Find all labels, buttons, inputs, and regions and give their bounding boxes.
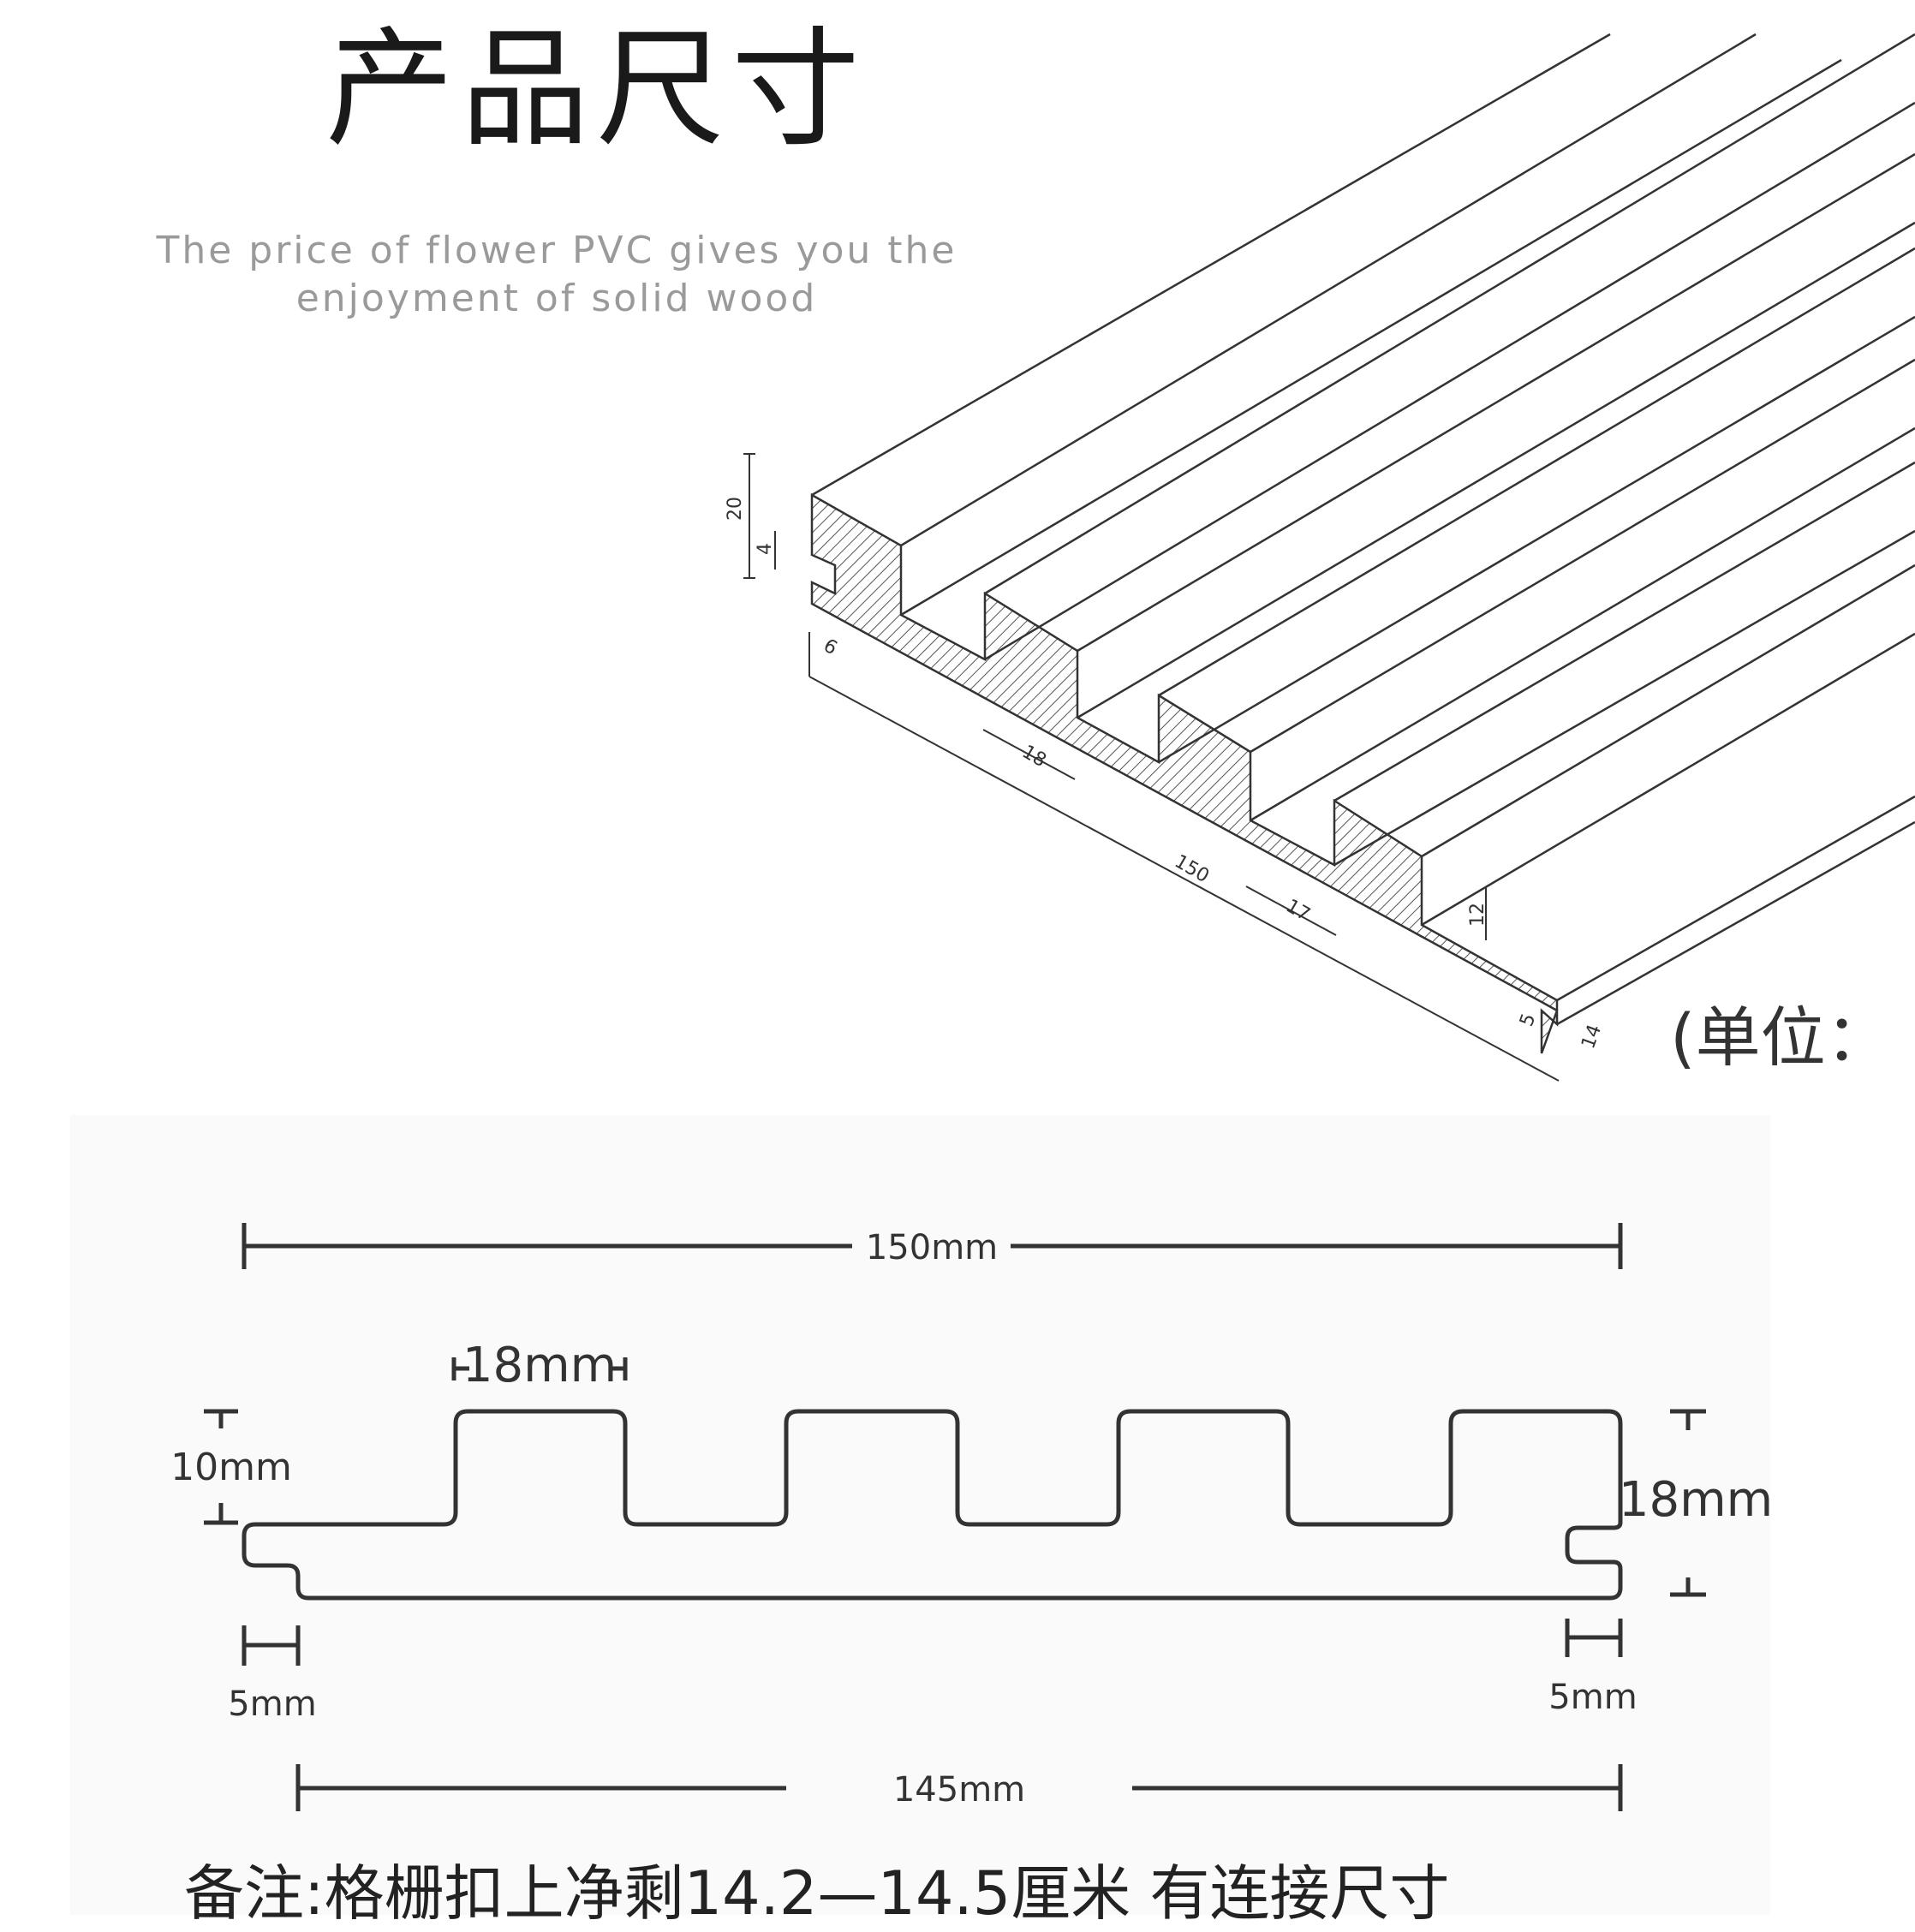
iso-tongue-label: 4 [755,543,776,555]
iso-depth-label: 12 [1467,903,1488,927]
iso-height-label: 20 [725,497,746,521]
panel-profile-outline [242,1409,1623,1601]
right-offset-label: 5mm [1548,1678,1637,1717]
page-title: 产品尺寸 [325,15,868,164]
rib-width-label: 18mm [462,1338,617,1393]
isometric-drawing: 20 4 6 18 150 17 12 5 14 [725,33,1915,1082]
iso-dimension-lines [743,453,1560,1082]
page-subtitle: The price of flower PVC gives you the en… [156,229,958,320]
total-width-label: 150mm [866,1228,998,1267]
rib-height-label: 10mm [170,1446,292,1489]
panel-edges [811,33,1915,1026]
section-drawing-panel [70,1115,1770,1915]
net-width-label: 145mm [893,1770,1025,1810]
remark-note: 备注:格栅扣上净剩14.2—14.5厘米 有连接尺寸 [184,1858,1450,1929]
total-height-label: 18mm [1619,1472,1773,1528]
left-offset-label: 5mm [228,1685,316,1724]
unit-note: (单位： M [1670,999,1915,1076]
